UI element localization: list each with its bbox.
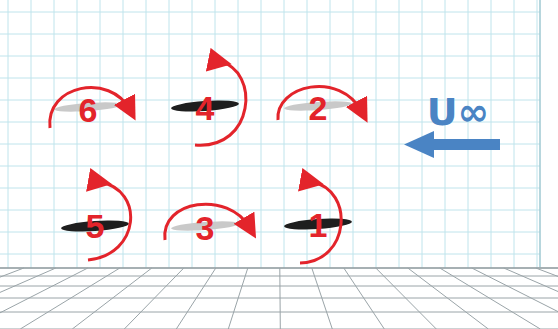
grid-line	[537, 0, 538, 268]
grid-line	[353, 0, 354, 268]
floor-line	[408, 268, 489, 329]
grid-line	[238, 0, 239, 268]
grid-line	[0, 78, 540, 79]
grid-line	[445, 0, 446, 268]
rotation-arrows	[50, 62, 362, 263]
callout-number: 5	[86, 209, 105, 243]
grid-line	[0, 188, 540, 189]
grid-line	[54, 0, 55, 268]
floor-line	[0, 268, 88, 329]
grid-line	[0, 232, 540, 233]
floor-line	[0, 312, 558, 313]
floor-line	[279, 268, 281, 329]
callout-number: 3	[196, 211, 215, 245]
callout-number: 1	[309, 208, 328, 242]
grid-line	[376, 0, 377, 268]
grid-line	[0, 166, 540, 167]
grid-line	[399, 0, 400, 268]
floor-line	[124, 268, 184, 329]
floor-line	[376, 268, 437, 329]
flow-label: U∞	[427, 93, 490, 131]
floor-line	[176, 268, 216, 329]
flow-arrow	[404, 131, 500, 158]
floor-line	[0, 276, 558, 277]
floor-line	[344, 268, 385, 329]
floor-line	[0, 286, 558, 287]
floor-line	[72, 268, 152, 329]
grid-line	[169, 0, 170, 268]
callout-number: 6	[79, 93, 98, 127]
callout-number: 4	[196, 91, 215, 125]
floor-line	[472, 268, 558, 329]
grid-line	[284, 0, 285, 268]
grid-line	[422, 0, 423, 268]
floor-line	[0, 298, 558, 299]
grid-line	[0, 254, 540, 255]
grid-line	[123, 0, 124, 268]
floor-line	[0, 268, 24, 329]
callout-number: 2	[309, 91, 328, 125]
grid-line	[31, 0, 32, 268]
grid-line	[0, 34, 540, 35]
floor-line	[0, 268, 558, 269]
grid-line	[514, 0, 515, 268]
grid-line	[491, 0, 492, 268]
grid-line	[8, 0, 9, 268]
grid-line	[0, 12, 540, 13]
floor-line	[20, 268, 120, 329]
grid-line	[0, 56, 540, 57]
grid-line	[261, 0, 262, 268]
floor-line	[228, 268, 248, 329]
floor-line	[536, 268, 558, 329]
grid-line	[0, 210, 540, 211]
grid-line	[146, 0, 147, 268]
floor-line	[312, 268, 333, 329]
grid-line	[468, 0, 469, 268]
floor-line	[504, 268, 558, 329]
